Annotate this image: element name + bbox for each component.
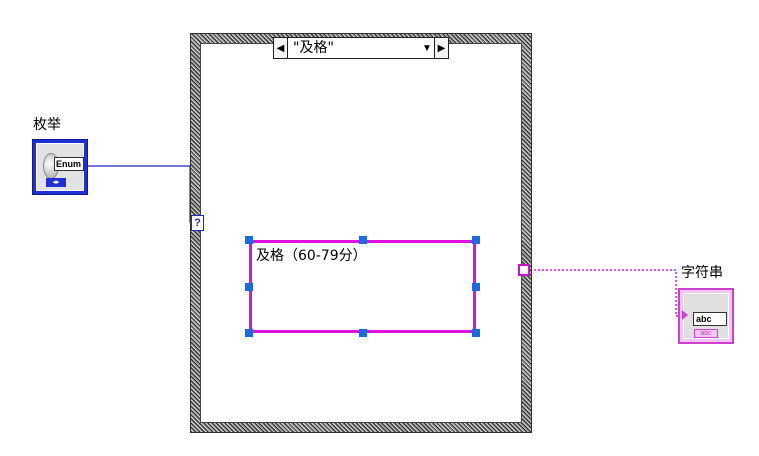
enum-footer-icon: ◂▸ [46, 178, 66, 187]
resize-handle-top-center[interactable] [359, 236, 367, 244]
enum-field: Enum [54, 157, 84, 171]
enum-wire[interactable] [88, 165, 197, 223]
string-indicator-terminal[interactable]: abc abc [678, 288, 734, 344]
string-wire-outer[interactable] [530, 269, 684, 317]
string-constant-text: 及格（60-79分） [256, 248, 367, 264]
resize-handle-top-left[interactable] [245, 236, 253, 244]
case-selector-value: "及格" [293, 40, 334, 56]
resize-handle-mid-right[interactable] [472, 283, 480, 291]
resize-handle-bottom-right[interactable] [472, 329, 480, 337]
chevron-down-icon[interactable]: ▼ [422, 42, 432, 54]
case-selector-terminal[interactable]: ? [191, 215, 204, 231]
previous-case-icon[interactable]: ◀ [274, 38, 288, 58]
next-case-icon[interactable]: ▶ [434, 38, 448, 58]
resize-handle-bottom-center[interactable] [359, 329, 367, 337]
case-structure-frame[interactable] [190, 33, 532, 433]
enum-control-terminal[interactable]: Enum ◂▸ [32, 139, 88, 195]
case-selector-label[interactable]: ◀ "及格" ▼ ▶ [273, 37, 449, 59]
string-indicator-label: 字符串 [681, 265, 723, 281]
enum-control-label: 枚举 [33, 117, 61, 133]
resize-handle-bottom-left[interactable] [245, 329, 253, 337]
string-type-footer: abc [694, 329, 718, 338]
resize-handle-top-right[interactable] [472, 236, 480, 244]
input-arrow-icon [682, 310, 688, 320]
resize-handle-mid-left[interactable] [245, 283, 253, 291]
output-tunnel[interactable] [518, 264, 530, 276]
string-indicator-field: abc [693, 312, 727, 326]
